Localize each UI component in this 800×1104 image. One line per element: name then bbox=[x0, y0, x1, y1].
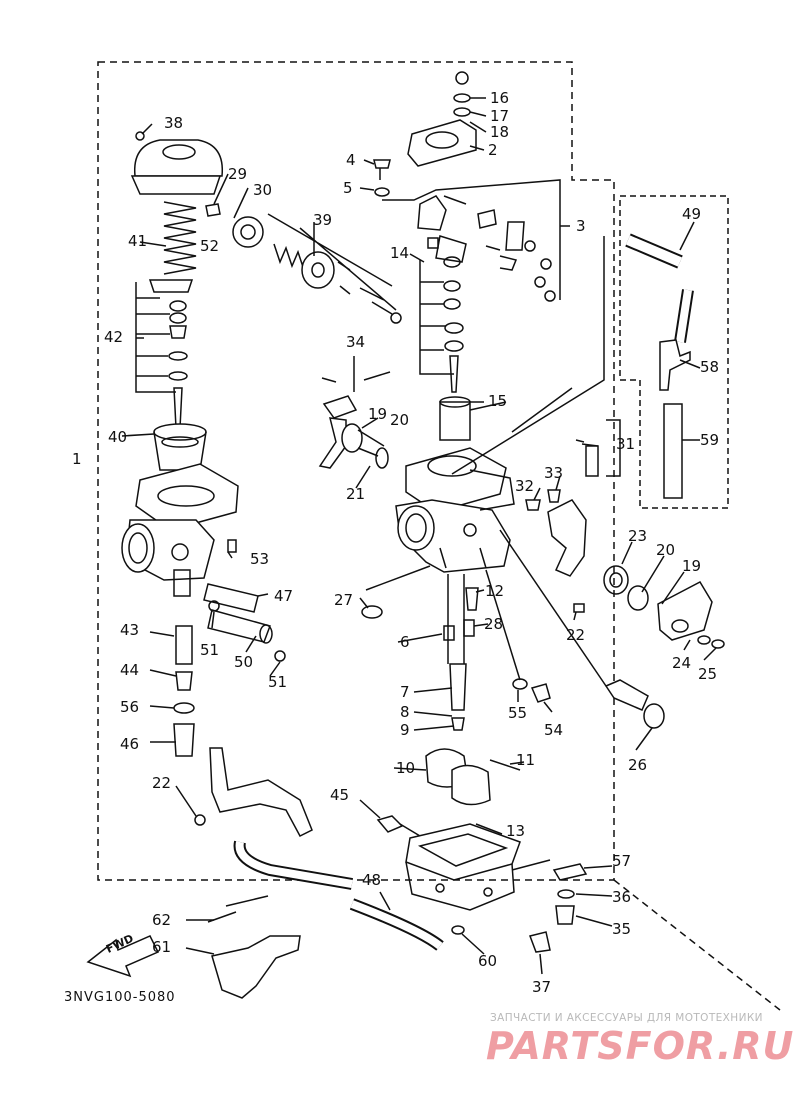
top-cover bbox=[130, 131, 224, 195]
label-27: 27 bbox=[334, 591, 354, 609]
jet-44 bbox=[175, 671, 193, 691]
label-5: 5 bbox=[343, 179, 353, 197]
watermark-logo: PARTSFOR.RU bbox=[486, 1024, 795, 1068]
bracket-22 bbox=[209, 747, 313, 837]
label-51a: 51 bbox=[200, 641, 220, 659]
diaphragm-spring bbox=[163, 201, 197, 275]
label-34: 34 bbox=[346, 333, 366, 351]
fwd-arrow bbox=[86, 935, 160, 978]
label-19a: 19 bbox=[368, 405, 388, 423]
lever-61 bbox=[211, 935, 301, 999]
label-56: 56 bbox=[120, 698, 140, 716]
throttle-piston bbox=[153, 423, 207, 471]
label-26: 26 bbox=[628, 756, 648, 774]
label-60: 60 bbox=[478, 952, 498, 970]
cover-2 bbox=[407, 119, 477, 167]
label-36: 36 bbox=[612, 888, 632, 906]
assembly-boundary bbox=[97, 61, 615, 881]
label-29: 29 bbox=[228, 165, 248, 183]
label-41: 41 bbox=[128, 232, 148, 250]
label-14: 14 bbox=[390, 244, 410, 262]
label-21: 21 bbox=[346, 485, 366, 503]
label-45: 45 bbox=[330, 786, 350, 804]
label-20a: 20 bbox=[390, 411, 410, 429]
label-2: 2 bbox=[488, 141, 498, 159]
label-48: 48 bbox=[362, 871, 382, 889]
label-30: 30 bbox=[253, 181, 273, 199]
label-40: 40 bbox=[108, 428, 128, 446]
label-42: 42 bbox=[104, 328, 124, 346]
label-22a: 22 bbox=[566, 626, 586, 644]
label-55: 55 bbox=[508, 704, 528, 722]
label-31: 31 bbox=[616, 435, 636, 453]
label-62: 62 bbox=[152, 911, 172, 929]
label-51b: 51 bbox=[268, 673, 288, 691]
jet-needle-set bbox=[135, 279, 194, 429]
label-46: 46 bbox=[120, 735, 140, 753]
label-49: 49 bbox=[682, 205, 702, 223]
label-39: 39 bbox=[313, 211, 333, 229]
hose-47 bbox=[203, 583, 259, 613]
diagram-code: 3NVG100-5080 bbox=[64, 990, 176, 1005]
label-61: 61 bbox=[152, 938, 172, 956]
float-bowl bbox=[405, 823, 521, 911]
label-52: 52 bbox=[200, 237, 220, 255]
label-53: 53 bbox=[250, 550, 270, 568]
label-15: 15 bbox=[488, 392, 508, 410]
label-32: 32 bbox=[515, 477, 535, 495]
label-25: 25 bbox=[698, 665, 718, 683]
label-17: 17 bbox=[490, 107, 510, 125]
label-19b: 19 bbox=[682, 557, 702, 575]
label-12: 12 bbox=[485, 582, 505, 600]
carb-body-main bbox=[395, 447, 515, 573]
label-9: 9 bbox=[400, 721, 410, 739]
label-22b: 22 bbox=[152, 774, 172, 792]
label-1: 1 bbox=[72, 450, 82, 468]
label-13: 13 bbox=[506, 822, 526, 840]
label-8: 8 bbox=[400, 703, 410, 721]
label-6: 6 bbox=[400, 633, 410, 651]
label-16: 16 bbox=[490, 89, 510, 107]
carb-body-left bbox=[121, 463, 239, 597]
pilot-screw-43 bbox=[175, 625, 193, 665]
label-33: 33 bbox=[544, 464, 564, 482]
label-54: 54 bbox=[544, 721, 564, 739]
label-24: 24 bbox=[672, 654, 692, 672]
label-37: 37 bbox=[532, 978, 552, 996]
label-50: 50 bbox=[234, 653, 254, 671]
label-35: 35 bbox=[612, 920, 632, 938]
label-44: 44 bbox=[120, 661, 140, 679]
washer-56 bbox=[173, 702, 195, 714]
hose-kit-boundary bbox=[619, 195, 729, 509]
choke-parts bbox=[205, 203, 402, 324]
label-38: 38 bbox=[164, 114, 184, 132]
clip-62 bbox=[207, 895, 269, 923]
label-18: 18 bbox=[490, 123, 510, 141]
label-4: 4 bbox=[346, 151, 356, 169]
label-57: 57 bbox=[612, 852, 632, 870]
label-3: 3 bbox=[576, 217, 586, 235]
label-23: 23 bbox=[628, 527, 648, 545]
watermark-caption: ЗАПЧАСТИ И АКСЕССУАРЫ ДЛЯ МОТОТЕХНИКИ bbox=[490, 1012, 763, 1024]
label-28: 28 bbox=[484, 615, 504, 633]
label-7: 7 bbox=[400, 683, 410, 701]
label-10: 10 bbox=[396, 759, 416, 777]
label-47: 47 bbox=[274, 587, 294, 605]
plug-46 bbox=[173, 723, 195, 757]
label-58: 58 bbox=[700, 358, 720, 376]
label-11: 11 bbox=[516, 751, 536, 769]
label-59: 59 bbox=[700, 431, 720, 449]
label-20b: 20 bbox=[656, 541, 676, 559]
label-43: 43 bbox=[120, 621, 140, 639]
